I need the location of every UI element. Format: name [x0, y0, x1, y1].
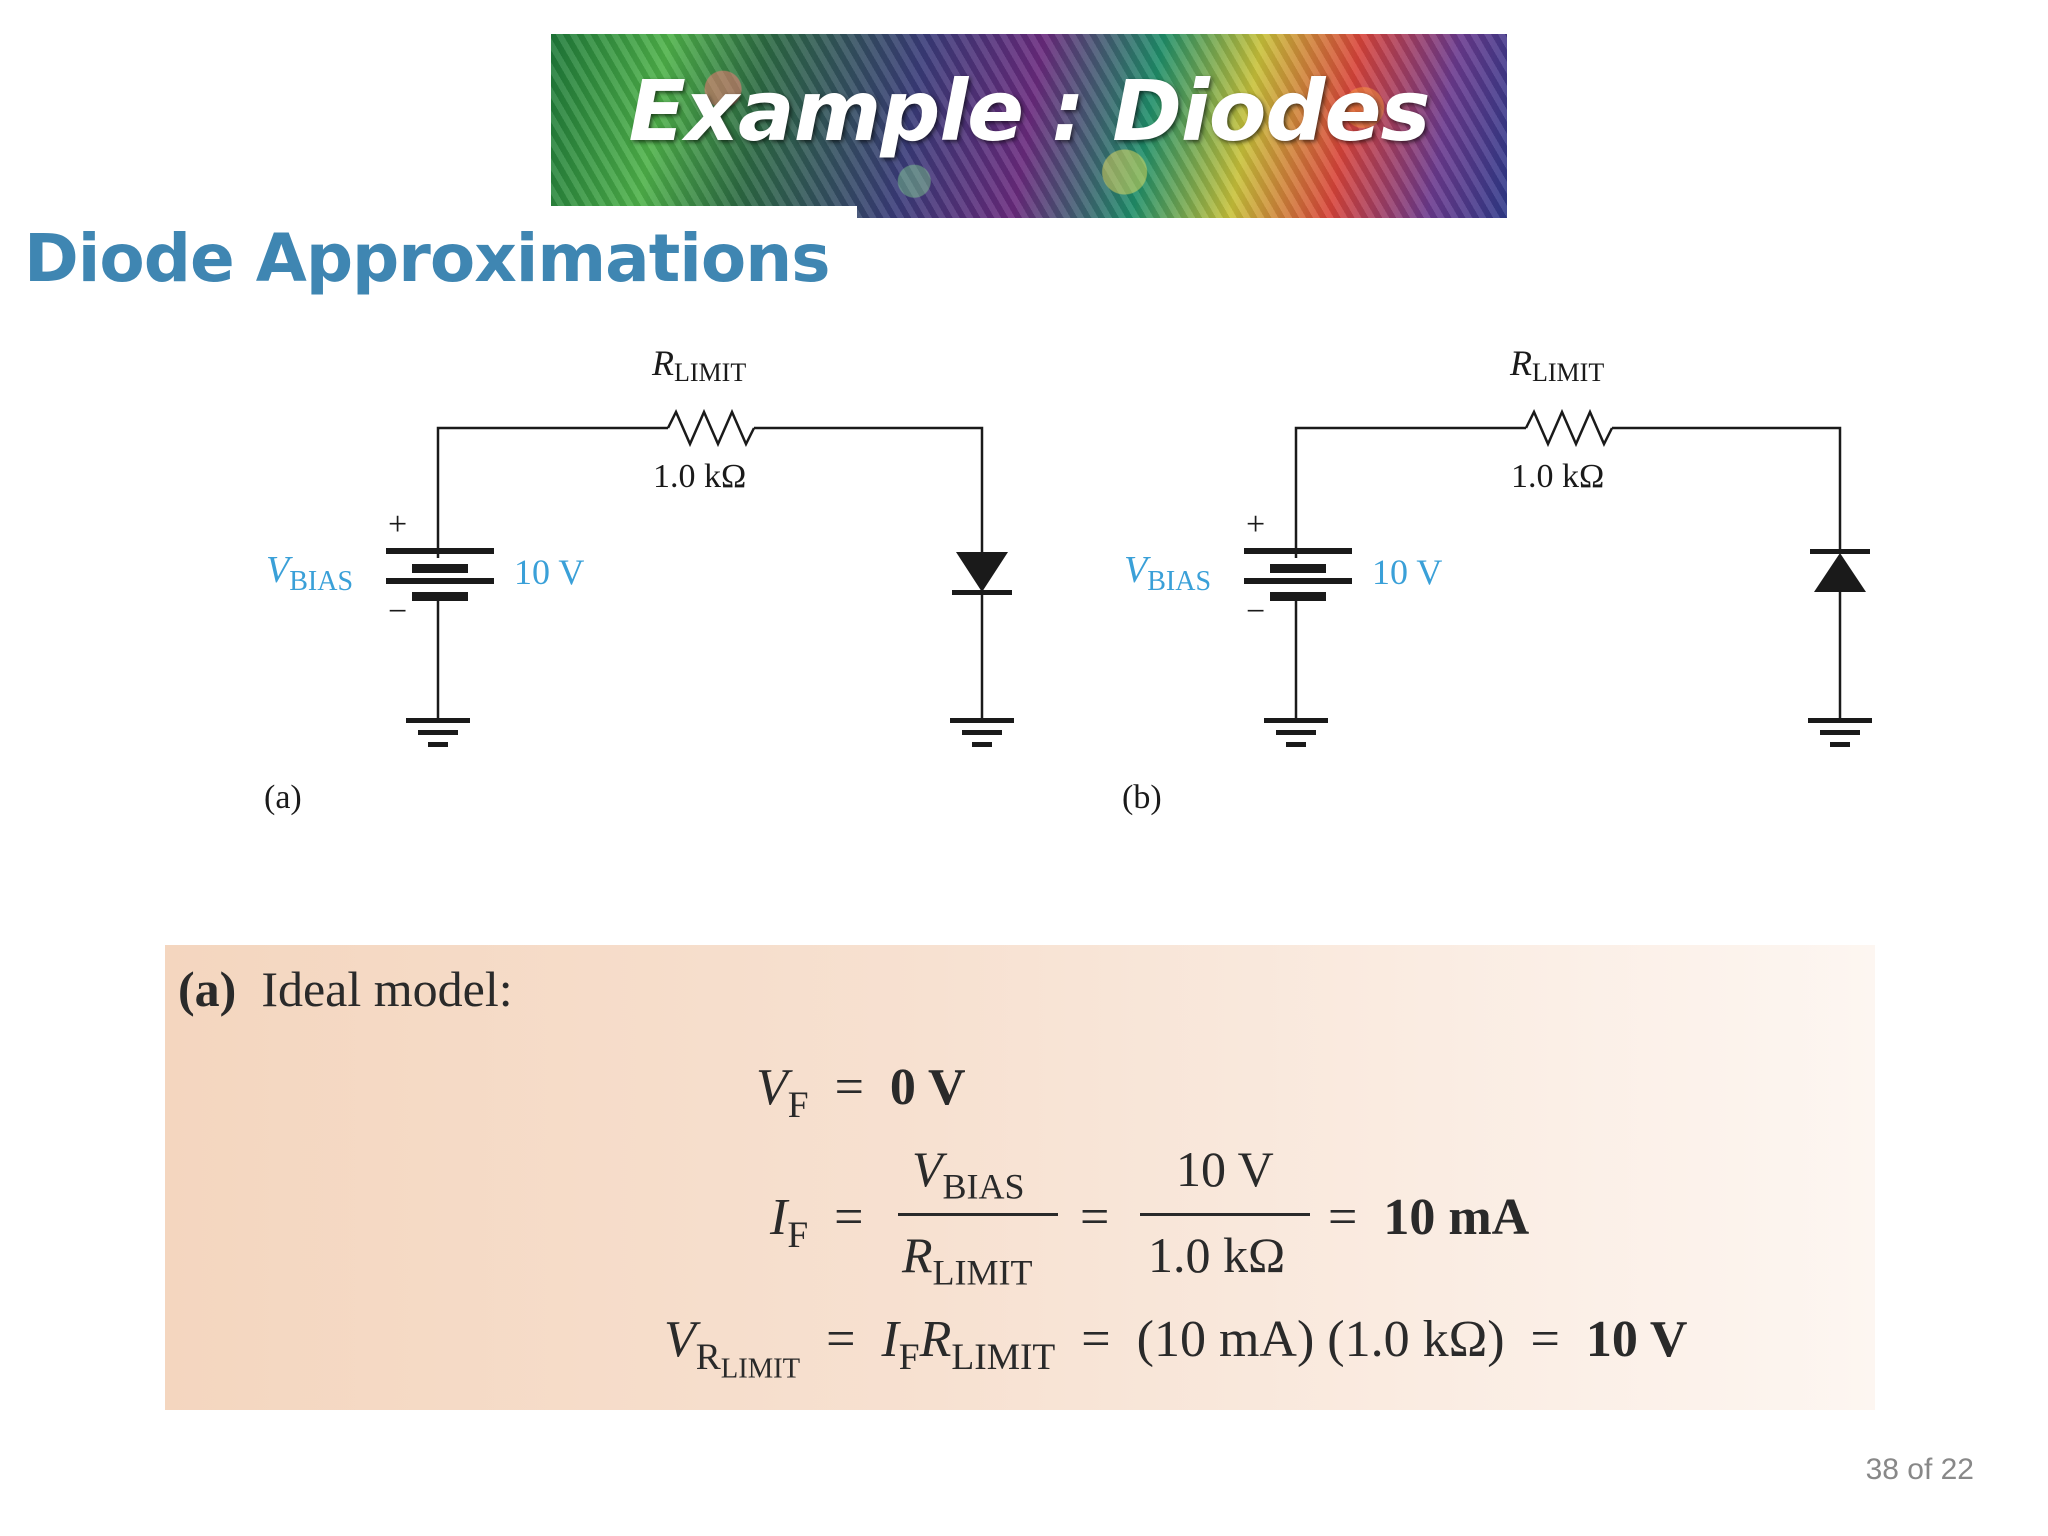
resistor-b-name: RLIMIT	[1509, 343, 1604, 387]
circuit-b-label: (b)	[1122, 779, 1162, 816]
circuit-a-label: (a)	[264, 779, 302, 816]
battery-a-plus: +	[388, 506, 407, 543]
fraction1-denominator: RLIMIT	[902, 1227, 1033, 1293]
fraction2-bar	[1140, 1213, 1310, 1216]
fraction2-numerator: 10 V	[1176, 1141, 1274, 1197]
header-banner-image	[551, 34, 1507, 218]
vbias-a-label: VBIAS	[266, 549, 353, 597]
equation-if-lhs: IF =	[770, 1189, 864, 1257]
vbias-b-label: VBIAS	[1124, 549, 1211, 597]
resistor-a	[666, 408, 756, 448]
model-heading: (a) Ideal model:	[178, 961, 513, 1017]
resistor-a-value: 1.0 kΩ	[653, 458, 746, 495]
resistor-b-value: 1.0 kΩ	[1511, 458, 1604, 495]
section-title: Diode Approximations	[24, 220, 830, 297]
battery-b-minus: −	[1246, 593, 1265, 630]
slide-title: Example : Diodes	[628, 62, 1430, 160]
battery-a-minus: −	[388, 593, 407, 630]
equation-if-result: = 10 mA	[1328, 1189, 1530, 1246]
wire-a-right	[754, 426, 984, 555]
equation-vf: VF = 0 V	[756, 1059, 966, 1127]
diode-a-forward	[952, 552, 1012, 595]
fraction1-numerator: VBIAS	[912, 1141, 1025, 1207]
resistor-b	[1524, 408, 1614, 448]
resistor-a-name: RLIMIT	[651, 343, 746, 387]
ground-symbols	[406, 718, 1872, 747]
equation-vrlimit: VRLIMIT = IFRLIMIT = (10 mA) (1.0 kΩ) = …	[664, 1311, 1688, 1385]
fraction1-bar	[898, 1213, 1058, 1216]
fraction2-denominator: 1.0 kΩ	[1148, 1227, 1286, 1283]
page-number: 38 of 22	[1865, 1453, 1974, 1486]
equation-if-eq2: =	[1080, 1189, 1110, 1246]
banner-cutout	[551, 206, 857, 220]
vbias-b-value: 10 V	[1372, 552, 1442, 592]
vbias-a-value: 10 V	[514, 552, 584, 592]
ideal-model-panel	[165, 945, 1875, 1410]
circuit-diagrams: RLIMIT 1.0 kΩ + − VBIAS 10 V (a) RLIMIT …	[264, 343, 1872, 816]
battery-b	[1244, 548, 1352, 601]
battery-a	[386, 548, 494, 601]
battery-b-plus: +	[1246, 506, 1265, 543]
diode-b-reverse	[1810, 549, 1870, 592]
wire-a-left-top	[436, 426, 668, 558]
